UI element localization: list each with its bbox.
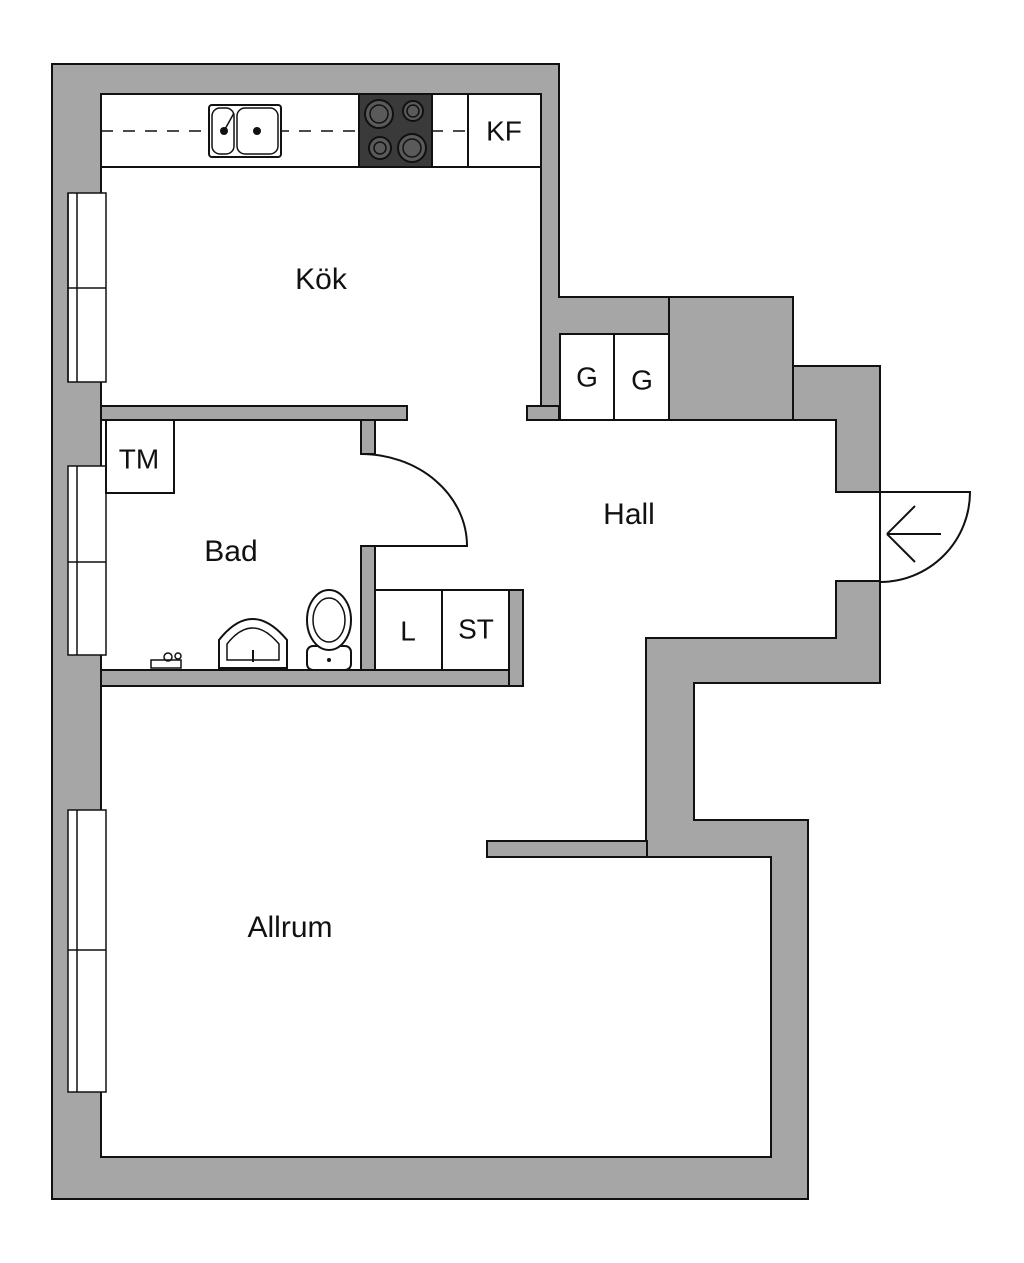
- wall-bath-hall-lower: [360, 545, 376, 687]
- wall-wardrobe-back: [668, 296, 794, 421]
- wall-bath-hall-upper: [360, 419, 376, 455]
- sink-icon: [208, 104, 282, 158]
- linen-closet-label: L: [400, 615, 416, 646]
- washbasin-icon: [218, 618, 288, 669]
- kitchen-label: Kök: [295, 263, 348, 296]
- living-window: [67, 809, 107, 1093]
- fridge-freezer-label: KF: [486, 115, 522, 146]
- stove-icon: [358, 93, 433, 168]
- storage-box: [441, 589, 510, 671]
- wall-hall-living-stub: [486, 840, 648, 858]
- wall-kitchen-bath: [100, 405, 408, 421]
- entrance-door: [879, 491, 972, 583]
- bathroom-label: Bad: [204, 535, 257, 568]
- hall-label: Hall: [603, 498, 655, 531]
- washing-machine-box: [105, 419, 175, 494]
- linen-closet-box: [374, 589, 443, 671]
- bathroom-door: [360, 453, 469, 547]
- fridge-freezer-box: [467, 93, 542, 168]
- entrance-arrow-icon: [886, 505, 941, 563]
- kitchen-window: [67, 192, 107, 383]
- wardrobe-label-2: G: [631, 364, 653, 395]
- tap-icon: [150, 652, 182, 669]
- wardrobes: [559, 333, 670, 421]
- living-room-label: Allrum: [247, 911, 332, 944]
- wall-kitchen-hall-stub: [526, 405, 560, 421]
- wardrobe-label-1: G: [576, 361, 598, 392]
- toilet-icon: [306, 589, 352, 671]
- washing-machine-label: TM: [119, 443, 159, 474]
- storage-label: ST: [458, 613, 494, 644]
- wall-storage-right: [508, 589, 524, 687]
- wall-bath-living: [100, 669, 524, 687]
- bathroom-window: [67, 465, 107, 656]
